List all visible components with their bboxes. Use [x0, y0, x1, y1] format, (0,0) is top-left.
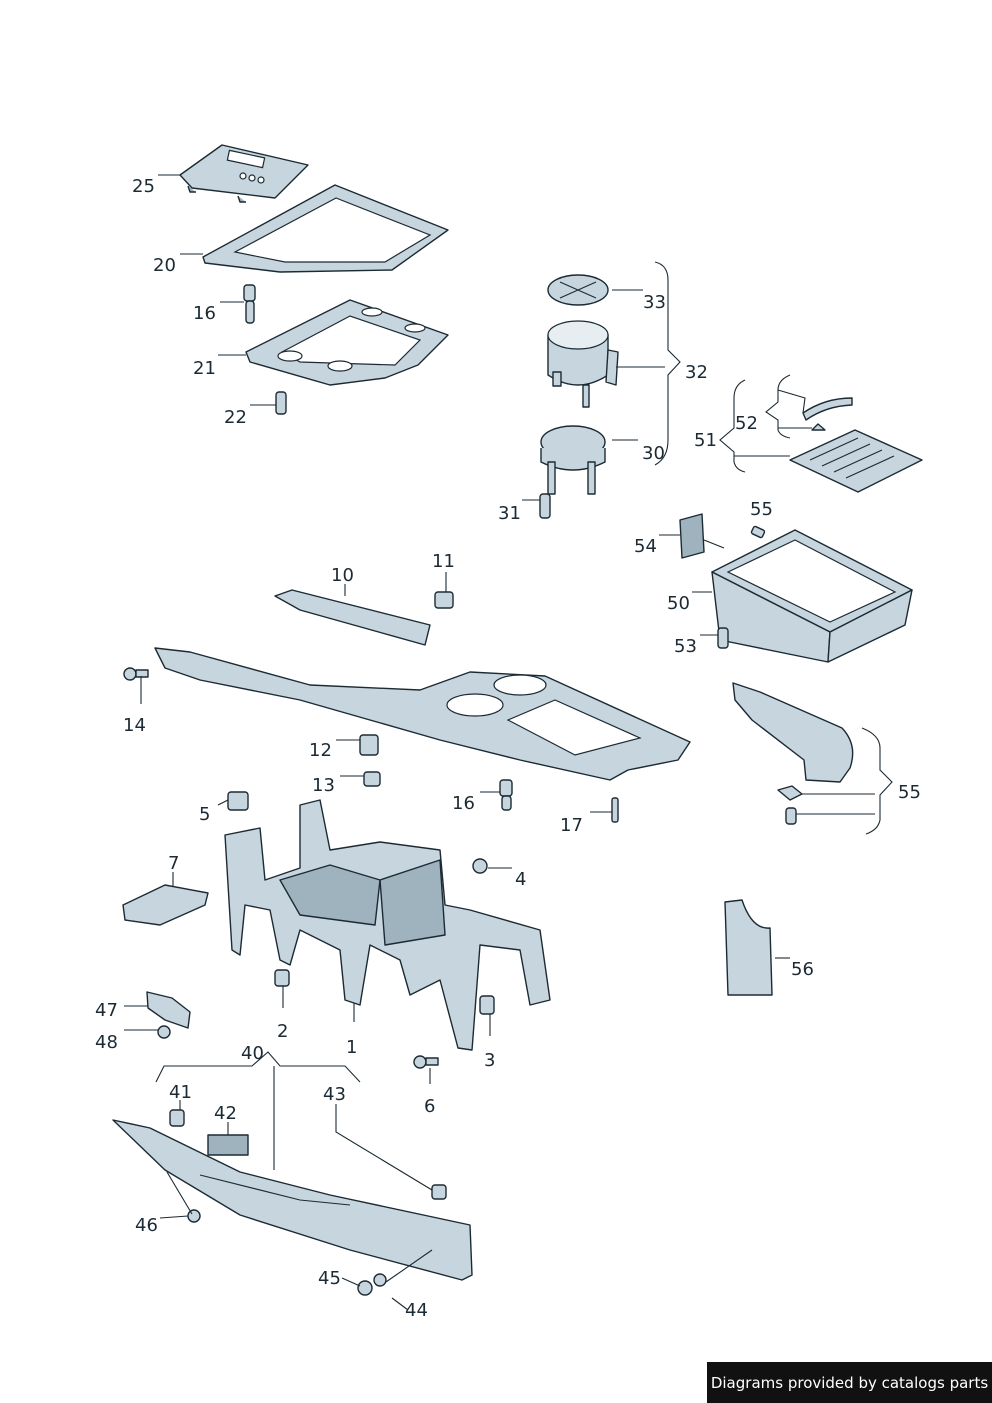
- callout-14: 14: [123, 715, 146, 736]
- callout-42: 42: [214, 1103, 237, 1124]
- callout-33: 33: [643, 292, 666, 313]
- callout-11: 11: [432, 551, 455, 572]
- part-25-selector-plate: [179, 144, 309, 203]
- callout-16: 16: [193, 303, 216, 324]
- callout-2: 2: [277, 1021, 288, 1042]
- callout-1: 1: [346, 1037, 357, 1058]
- part-20-trim-frame: [202, 184, 449, 273]
- callout-50: 50: [667, 593, 690, 614]
- callout-4: 4: [515, 869, 526, 890]
- callout-labels: 25 20 16 21 22 33 32 30 31 52 51 55 54 5…: [95, 176, 921, 1321]
- part-12-clip: [359, 734, 379, 756]
- part-44-screw: [373, 1273, 387, 1287]
- part-52-strip: [802, 397, 853, 431]
- credit-banner: Diagrams provided by catalogs parts: [707, 1362, 992, 1403]
- part-46-screw: [187, 1209, 201, 1223]
- callout-52: 52: [735, 413, 758, 434]
- part-45-cap: [357, 1280, 373, 1296]
- part-14-screw: [123, 667, 149, 681]
- callout-21: 21: [193, 358, 216, 379]
- part-32-cup-holder: [547, 320, 619, 408]
- callout-12: 12: [309, 740, 332, 761]
- callout-10: 10: [331, 565, 354, 586]
- part-16-clip-upper: [243, 284, 256, 324]
- part-4-nut: [472, 858, 488, 874]
- callout-3: 3: [484, 1050, 495, 1071]
- callout-5: 5: [199, 804, 210, 825]
- callout-6: 6: [424, 1096, 435, 1117]
- callout-30: 30: [642, 443, 665, 464]
- part-40-side-trim: [112, 1119, 473, 1281]
- callout-43: 43: [323, 1084, 346, 1105]
- callout-13: 13: [312, 775, 335, 796]
- part-3-clip: [479, 995, 495, 1015]
- callout-55: 55: [750, 499, 773, 520]
- part-51-storage-mat: [789, 429, 923, 493]
- part-33-cup-lid: [547, 274, 609, 306]
- callout-16: 16: [452, 793, 475, 814]
- console-top-trim: [154, 647, 691, 781]
- callout-25: 25: [132, 176, 155, 197]
- part-11-clip: [434, 591, 454, 609]
- callout-53: 53: [674, 636, 697, 657]
- callout-40: 40: [241, 1043, 264, 1064]
- part-1-console-frame: [224, 799, 551, 1051]
- callout-45: 45: [318, 1268, 341, 1289]
- part-55-screw-upper: [750, 525, 766, 539]
- callout-32: 32: [685, 362, 708, 383]
- callout-48: 48: [95, 1032, 118, 1053]
- callout-7: 7: [168, 853, 179, 874]
- part-16-clip-lower: [499, 779, 513, 811]
- part-43-clip: [431, 1184, 447, 1200]
- part-10-console-rail: [274, 589, 431, 646]
- part-22-screw: [275, 391, 287, 415]
- part-53-screw: [717, 627, 729, 649]
- callout-51: 51: [694, 430, 717, 451]
- callout-41: 41: [169, 1082, 192, 1103]
- part-56-gaiter: [724, 899, 773, 996]
- callout-20: 20: [153, 255, 176, 276]
- part-31-screw: [539, 493, 551, 519]
- part-6-screw: [413, 1055, 439, 1069]
- callout-22: 22: [224, 407, 247, 428]
- part-47-bracket: [146, 991, 191, 1029]
- part-54-pad: [679, 513, 705, 559]
- part-42-foam-pad: [207, 1134, 249, 1156]
- part-55-side-panel: [732, 682, 854, 783]
- leader-lines: [124, 174, 893, 1311]
- part-50-storage-box: [711, 529, 913, 663]
- callout-47: 47: [95, 1000, 118, 1021]
- part-41-clip: [169, 1109, 185, 1127]
- callout-17: 17: [560, 815, 583, 836]
- part-30-cup-ring: [540, 425, 606, 495]
- part-17-pin: [611, 797, 619, 823]
- callout-44: 44: [405, 1300, 428, 1321]
- callout-54: 54: [634, 536, 657, 557]
- callout-46: 46: [135, 1215, 158, 1236]
- part-48-nut: [157, 1025, 171, 1039]
- part-5-clip: [227, 791, 249, 811]
- part-2-clip: [274, 969, 290, 987]
- callout-31: 31: [498, 503, 521, 524]
- part-7-bracket: [122, 884, 209, 926]
- part-21-trim-plate: [245, 299, 449, 386]
- callout-56: 56: [791, 959, 814, 980]
- part-13-clip: [363, 771, 381, 787]
- part-55-fasteners: [777, 785, 803, 825]
- callout-55: 55: [898, 782, 921, 803]
